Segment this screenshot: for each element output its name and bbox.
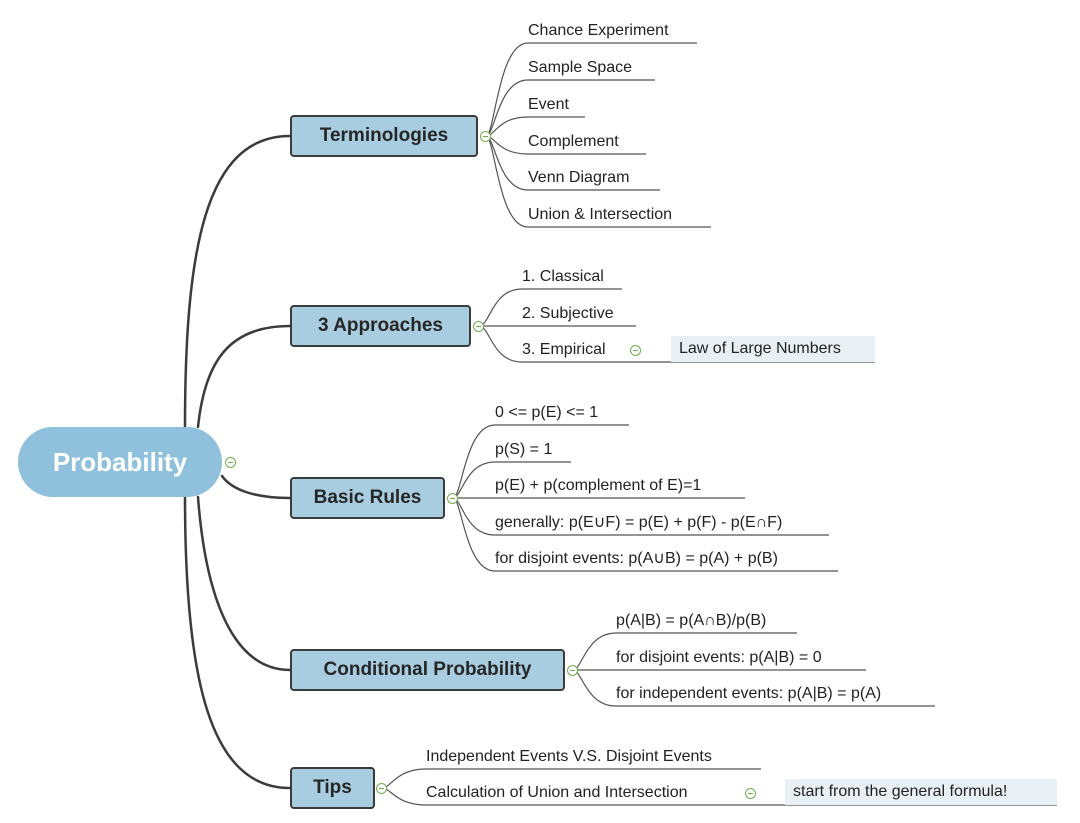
leaf-empirical[interactable]: 3. Empirical xyxy=(522,341,606,358)
leaf-conditional-independent[interactable]: for independent events: p(A|B) = p(A) xyxy=(616,685,882,702)
leaf-venn-diagram[interactable]: Venn Diagram xyxy=(528,169,630,186)
branch-3-approaches[interactable]: 3 Approaches xyxy=(290,305,471,347)
collapse-icon[interactable] xyxy=(473,321,484,332)
leaf-rule-general-union[interactable]: generally: p(E∪F) = p(E) + p(F) - p(E∩F) xyxy=(495,514,783,531)
collapse-icon[interactable] xyxy=(480,131,491,142)
note-general-formula[interactable]: start from the general formula! xyxy=(785,779,1057,805)
branch-terminologies[interactable]: Terminologies xyxy=(290,115,478,157)
branch-basic-rules[interactable]: Basic Rules xyxy=(290,477,445,519)
branch-tips[interactable]: Tips xyxy=(290,767,375,809)
collapse-icon[interactable] xyxy=(630,345,641,356)
leaf-conditional-formula[interactable]: p(A|B) = p(A∩B)/p(B) xyxy=(616,612,767,629)
connector-tips xyxy=(183,495,292,790)
leaf-rule-complement[interactable]: p(E) + p(complement of E)=1 xyxy=(495,477,702,494)
leaf-sample-space[interactable]: Sample Space xyxy=(528,59,633,76)
collapse-icon[interactable] xyxy=(447,493,458,504)
leaf-rule-bounds[interactable]: 0 <= p(E) <= 1 xyxy=(495,404,599,421)
collapse-icon[interactable] xyxy=(376,783,387,794)
leaf-rule-sample-space[interactable]: p(S) = 1 xyxy=(495,441,553,458)
leaf-classical[interactable]: 1. Classical xyxy=(522,268,604,285)
note-law-of-large-numbers[interactable]: Law of Large Numbers xyxy=(671,336,875,362)
leaf-union-intersection[interactable]: Union & Intersection xyxy=(528,206,673,223)
leaf-subjective[interactable]: 2. Subjective xyxy=(522,305,614,322)
branch-label: Terminologies xyxy=(319,125,449,146)
branch-label: 3 Approaches xyxy=(318,315,443,336)
connector-basic-rules xyxy=(220,474,292,500)
branch-conditional-probability[interactable]: Conditional Probability xyxy=(290,649,565,691)
note-label: start from the general formula! xyxy=(793,783,1008,800)
leaf-chance-experiment[interactable]: Chance Experiment xyxy=(528,22,669,39)
collapse-icon[interactable] xyxy=(745,788,756,799)
collapse-icon[interactable] xyxy=(225,457,236,468)
leaf-union-intersection-calc[interactable]: Calculation of Union and Intersection xyxy=(426,784,688,801)
leaf-independent-vs-disjoint[interactable]: Independent Events V.S. Disjoint Events xyxy=(426,748,712,765)
leaf-complement[interactable]: Complement xyxy=(528,133,619,150)
branch-label: Conditional Probability xyxy=(323,659,532,680)
connector-terminologies xyxy=(183,134,292,429)
root-node-probability[interactable]: Probability xyxy=(18,427,222,497)
leaf-rule-disjoint-union[interactable]: for disjoint events: p(A∪B) = p(A) + p(B… xyxy=(495,550,778,567)
connector-conditional xyxy=(196,495,292,672)
root-label: Probability xyxy=(52,446,188,477)
note-label: Law of Large Numbers xyxy=(679,340,841,357)
leaf-event[interactable]: Event xyxy=(528,96,569,113)
branch-label: Tips xyxy=(313,777,352,798)
branch-label: Basic Rules xyxy=(313,487,422,508)
leaf-conditional-disjoint[interactable]: for disjoint events: p(A|B) = 0 xyxy=(616,649,822,666)
collapse-icon[interactable] xyxy=(567,665,578,676)
connector-approaches xyxy=(196,324,292,429)
